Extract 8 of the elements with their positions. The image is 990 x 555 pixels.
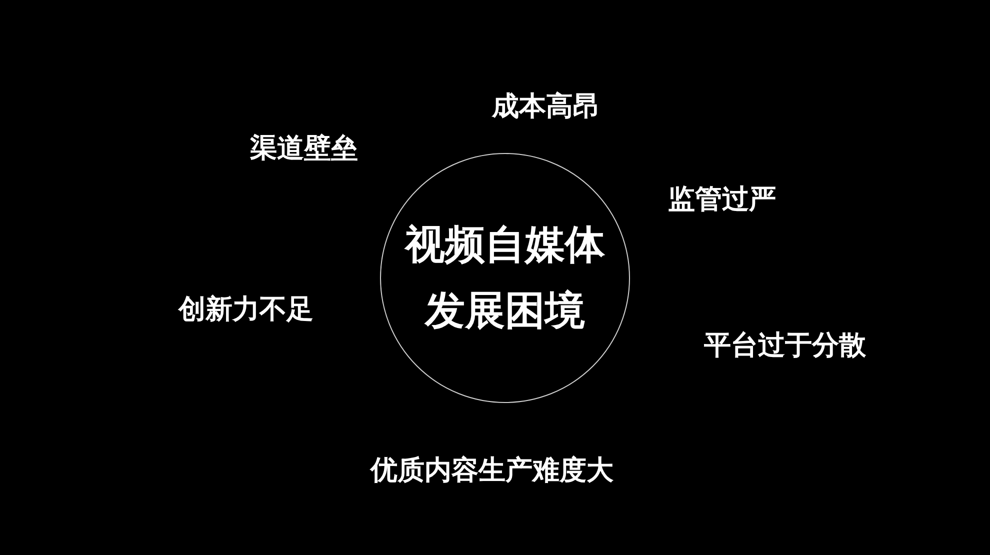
center-title: 视频自媒体发展困境 xyxy=(403,221,606,336)
issue-label: 创新力不足 xyxy=(178,293,314,327)
circle-outline xyxy=(380,153,630,403)
issue-label: 监管过严 xyxy=(668,183,776,217)
issue-label: 优质内容生产难度大 xyxy=(370,454,614,488)
issue-label: 平台过于分散 xyxy=(704,329,866,363)
issue-label: 渠道壁垒 xyxy=(250,132,358,166)
issue-label: 成本高昂 xyxy=(492,90,600,124)
